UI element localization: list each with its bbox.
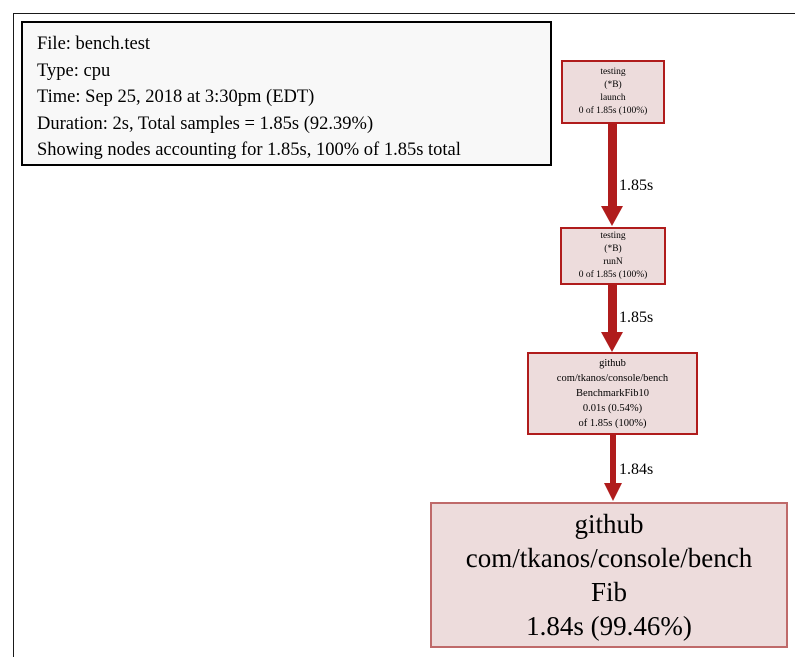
legend-line-time: Time: Sep 25, 2018 at 3:30pm (EDT) bbox=[37, 87, 315, 107]
graph-node-launch[interactable]: testing (*B) launch 0 of 1.85s (100%) bbox=[561, 60, 665, 124]
edge-runn-to-benchmarkfib10-label: 1.85s bbox=[619, 309, 654, 326]
edge-benchmarkfib10-to-fib-arrowhead-icon bbox=[604, 483, 622, 501]
legend-line-duration: Duration: 2s, Total samples = 1.85s (92.… bbox=[37, 113, 374, 134]
node-fib-line-self: 1.84s (99.46%) bbox=[526, 611, 692, 641]
legend-line-showing: Showing nodes accounting for 1.85s, 100%… bbox=[37, 140, 461, 160]
node-runn-line-receiver: (*B) bbox=[604, 243, 622, 254]
node-benchmarkfib10-line-path: com/tkanos/console/bench bbox=[556, 373, 669, 384]
edge-launch-to-runn-label: 1.85s bbox=[619, 177, 654, 194]
profile-legend-box: File: bench.test Type: cpu Time: Sep 25,… bbox=[21, 21, 552, 166]
node-benchmarkfib10-line-function: BenchmarkFib10 bbox=[576, 388, 649, 399]
node-benchmarkfib10-line-package: github bbox=[599, 358, 626, 369]
node-runn-line-stats: 0 of 1.85s (100%) bbox=[578, 270, 648, 281]
node-fib-line-function: Fib bbox=[590, 577, 628, 607]
edge-launch-to-runn-arrowhead-icon bbox=[601, 206, 623, 226]
node-launch-line-package: testing bbox=[600, 66, 626, 77]
edge-launch-to-runn-shaft bbox=[608, 124, 617, 210]
legend-line-file: File: bench.test bbox=[37, 34, 151, 54]
edge-benchmarkfib10-to-fib-shaft bbox=[610, 435, 616, 485]
node-benchmarkfib10-line-self: 0.01s (0.54%) bbox=[582, 403, 643, 414]
graph-node-runn[interactable]: testing (*B) runN 0 of 1.85s (100%) bbox=[560, 227, 666, 285]
node-runn-line-function: runN bbox=[603, 257, 623, 267]
graph-node-benchmarkfib10[interactable]: github com/tkanos/console/bench Benchmar… bbox=[527, 352, 698, 435]
graph-node-fib[interactable]: github com/tkanos/console/bench Fib 1.84… bbox=[430, 502, 788, 648]
edge-runn-to-benchmarkfib10-shaft bbox=[608, 285, 617, 333]
node-fib-line-path: com/tkanos/console/bench bbox=[465, 543, 753, 573]
node-benchmarkfib10-line-cumulative: of 1.85s (100%) bbox=[578, 418, 647, 429]
edge-benchmarkfib10-to-fib-label: 1.84s bbox=[619, 461, 654, 478]
node-launch-line-stats: 0 of 1.85s (100%) bbox=[578, 106, 648, 117]
node-fib-line-package: github bbox=[574, 509, 644, 539]
node-launch-line-function: launch bbox=[600, 93, 626, 103]
edge-runn-to-benchmarkfib10-arrowhead-icon bbox=[601, 332, 623, 352]
legend-line-type: Type: cpu bbox=[37, 60, 111, 81]
node-runn-line-package: testing bbox=[600, 230, 626, 241]
node-launch-line-receiver: (*B) bbox=[604, 79, 622, 90]
